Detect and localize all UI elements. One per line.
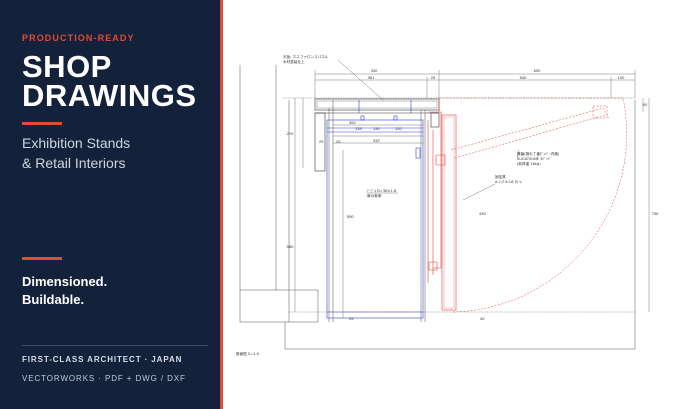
cabinet-blue (326, 100, 424, 319)
feature-text: Dimensioned. Buildable. (22, 273, 212, 309)
note-mid-line1: 固定具 (495, 174, 506, 179)
subtitle-line-2: & Retail Interiors (22, 155, 126, 171)
note-top-line2: 木材塗装仕上 (283, 59, 305, 64)
note-left-line1: ﾃｰﾌﾞﾙ D=38×1.8 (367, 188, 397, 193)
divider (22, 345, 208, 346)
dim-top-540: 540 (520, 75, 527, 80)
accent-divider-bar (220, 0, 223, 409)
dim-inner-332: 332 (373, 138, 380, 143)
note-right-line2: SUGATSUNE 3ﾍﾞﾝﾄﾞ (517, 157, 551, 161)
scale-label: 断面図 S=1:5 (236, 351, 259, 356)
subtitle-line-1: Exhibition Stands (22, 135, 131, 151)
dim-top-430: 430 (371, 68, 378, 73)
dim-inner-352: 352 (349, 120, 356, 125)
dim-height-430: 430 (479, 211, 486, 216)
feature-line-2: Buildable. (22, 292, 85, 307)
dim-inner-135: 135 (355, 126, 362, 131)
note-mid-line2: A-ﾌｯｸ 6-16 ｸﾛｰﾑ (495, 179, 522, 184)
note-right-line3: (耐荷重 16kg) (517, 161, 541, 166)
credential: FIRST-CLASS ARCHITECT · JAPAN (22, 355, 183, 364)
feature-line-1: Dimensioned. (22, 274, 108, 289)
shop-drawing: 430 600 361 25 540 100 270 580 40 730 35… (236, 54, 659, 356)
dimension-lines (283, 59, 650, 313)
title-line-1: SHOP (22, 49, 112, 84)
dim-right-40: 40 (643, 102, 648, 107)
dim-left-270: 270 (287, 131, 294, 136)
page-title: SHOP DRAWINGS (22, 49, 212, 113)
dim-top-25: 25 (431, 75, 436, 80)
tagline: PRODUCTION-READY (22, 33, 135, 43)
note-top-line1: 天板: ホスファロンスパネル (283, 54, 329, 59)
dim-inner-25b: 25 (336, 139, 341, 144)
wall-lines (239, 65, 636, 350)
dim-inner-120: 120 (395, 126, 402, 131)
dim-top-361: 361 (368, 75, 375, 80)
dim-bottom-40: 40 (480, 316, 485, 321)
dim-right-730: 730 (652, 211, 659, 216)
door-red (427, 100, 457, 311)
dim-inner-25a: 25 (319, 139, 324, 144)
title-line-2: DRAWINGS (22, 78, 197, 113)
dim-top-100: 100 (618, 75, 625, 80)
dim-inner-130: 130 (373, 126, 380, 131)
subtitle: Exhibition Stands & Retail Interiors (22, 133, 212, 173)
inner-dimension-lines (333, 124, 423, 318)
brand-panel: PRODUCTION-READY SHOP DRAWINGS Exhibitio… (0, 0, 220, 409)
dim-top-600: 600 (534, 68, 541, 73)
dim-height-550: 550 (347, 214, 354, 219)
accent-rule-top (22, 122, 62, 125)
note-right-line1: 蝶番(隠れ丁番ﾀﾞﾝﾊﾟｰ内蔵) (517, 151, 560, 156)
accent-rule-mid (22, 257, 62, 260)
dim-bottom-25: 25 (349, 316, 354, 321)
door-swing (439, 97, 627, 313)
counter-top (314, 98, 440, 172)
note-left-line2: 扉の奥側 (367, 193, 382, 198)
formats: VECTORWORKS · PDF + DWG / DXF (22, 374, 186, 383)
dim-left-580: 580 (287, 244, 294, 249)
